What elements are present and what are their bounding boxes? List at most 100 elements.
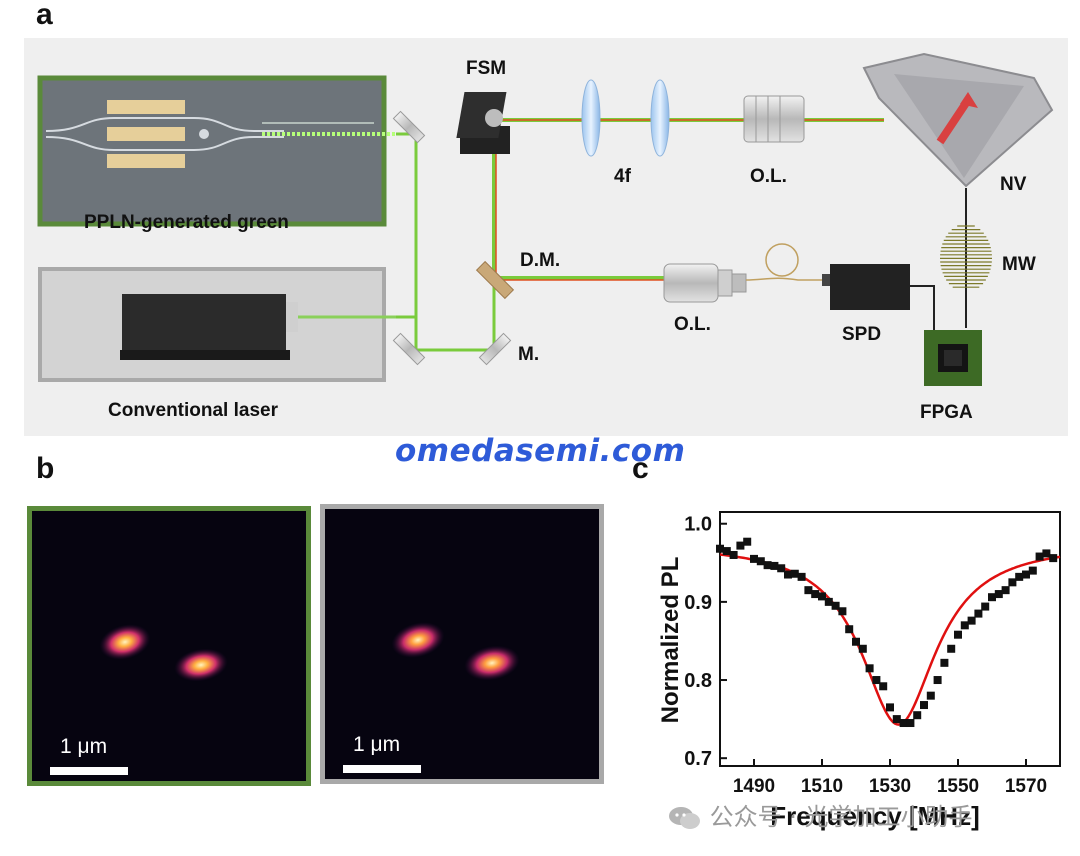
panel-label-c: c [632, 452, 649, 485]
y-tick-label: 0.7 [684, 748, 712, 770]
data-point [879, 682, 888, 691]
x-tick-label: 1570 [1005, 776, 1047, 797]
objective-top-label: O.L. [750, 166, 787, 187]
data-point [716, 544, 724, 553]
microwave-field [940, 225, 992, 288]
data-point [777, 564, 786, 573]
x-tick-label: 1530 [869, 776, 911, 797]
data-point [722, 547, 731, 556]
data-point [886, 703, 894, 712]
data-point [892, 715, 901, 724]
data-point [797, 572, 806, 581]
pl-image-conventional: 1 μm [320, 504, 604, 784]
fsm-label: FSM [466, 58, 506, 79]
data-point [818, 592, 826, 601]
mirror-label: M. [518, 344, 539, 365]
data-point [756, 557, 765, 566]
data-point [831, 601, 840, 610]
dm-label: D.M. [520, 250, 560, 271]
fpga-board [924, 330, 982, 386]
y-tick-label: 0.8 [684, 670, 712, 692]
data-point [804, 586, 813, 595]
data-point [954, 630, 962, 639]
ppln-label: PPLN-generated green [84, 212, 289, 233]
dichroic-mirror [475, 260, 515, 300]
mw-label: MW [1002, 254, 1036, 275]
data-point [736, 541, 745, 550]
y-axis-label: Normalized PL [657, 557, 684, 724]
setup-schematic: PPLN-generated green Conventional laser … [24, 38, 1068, 436]
x-axis-label: Frequency [MHz] [770, 801, 979, 831]
scale-label-right: 1 μm [353, 733, 401, 756]
lens-pair-label: 4f [614, 166, 632, 187]
data-point [790, 569, 799, 578]
mirror-top [392, 110, 426, 144]
data-point [763, 561, 772, 570]
data-point [838, 607, 847, 616]
objective-bottom [663, 263, 747, 303]
lens-2 [650, 79, 670, 157]
plot-frame [719, 511, 1061, 767]
fpga-label: FPGA [920, 402, 973, 423]
data-point [940, 658, 949, 667]
data-point [743, 537, 752, 546]
watermark-text: omedasemi.com [395, 433, 686, 469]
conv-laser-label: Conventional laser [108, 400, 279, 421]
mirror-bottom-left [392, 332, 426, 366]
spd-label: SPD [842, 324, 881, 345]
data-point [933, 676, 942, 685]
scale-label-left: 1 μm [60, 735, 108, 758]
objective-top [743, 95, 805, 143]
emitter-spot-2 [174, 648, 228, 682]
data-point [824, 597, 833, 606]
emitter-spot-4 [464, 645, 520, 681]
data-point [981, 602, 990, 611]
data-point [1001, 586, 1010, 595]
data-point [906, 719, 915, 728]
data-point [1015, 572, 1024, 581]
footer-text: 公众号 · 光学加工小助手 [709, 803, 973, 831]
ppln-chip [37, 75, 396, 227]
data-point [858, 644, 867, 653]
y-tick-label: 0.9 [684, 592, 712, 614]
data-point [994, 590, 1003, 599]
data-point [865, 664, 874, 673]
footer-watermark: 公众号 · 光学加工小助手 [668, 797, 973, 832]
x-tick-label: 1510 [801, 776, 843, 797]
data-point [1035, 552, 1044, 561]
data-point [1008, 578, 1017, 587]
mirror-m [478, 332, 512, 366]
data-point [960, 621, 969, 630]
data-point [988, 593, 996, 602]
data-point [1022, 570, 1030, 579]
spd-detector [822, 264, 910, 310]
x-tick-label: 1550 [937, 776, 979, 797]
lens-1 [581, 79, 601, 157]
data-point [920, 701, 928, 710]
data-point [1042, 549, 1051, 558]
panel-label-a: a [36, 0, 53, 31]
fiber-coil [745, 243, 824, 281]
data-point [1049, 554, 1058, 563]
data-point [750, 554, 758, 563]
data-point [811, 590, 820, 599]
data-point [974, 609, 983, 618]
fsm-device [456, 92, 510, 154]
data-point [845, 625, 854, 634]
panel-label-b: b [36, 452, 55, 485]
data-point [1028, 566, 1037, 575]
wechat-icon [668, 805, 702, 831]
scale-bar-right [343, 765, 421, 773]
data-point [872, 676, 881, 685]
data-point [926, 691, 935, 700]
data-point [899, 719, 908, 728]
data-point [913, 711, 922, 720]
emitter-spot-3 [391, 622, 445, 658]
diamond-sample [862, 52, 1054, 188]
data-point [729, 550, 738, 559]
data-point [770, 561, 779, 570]
nv-label: NV [1000, 174, 1027, 195]
x-tick-label: 1490 [733, 776, 775, 797]
data-point [852, 637, 860, 646]
